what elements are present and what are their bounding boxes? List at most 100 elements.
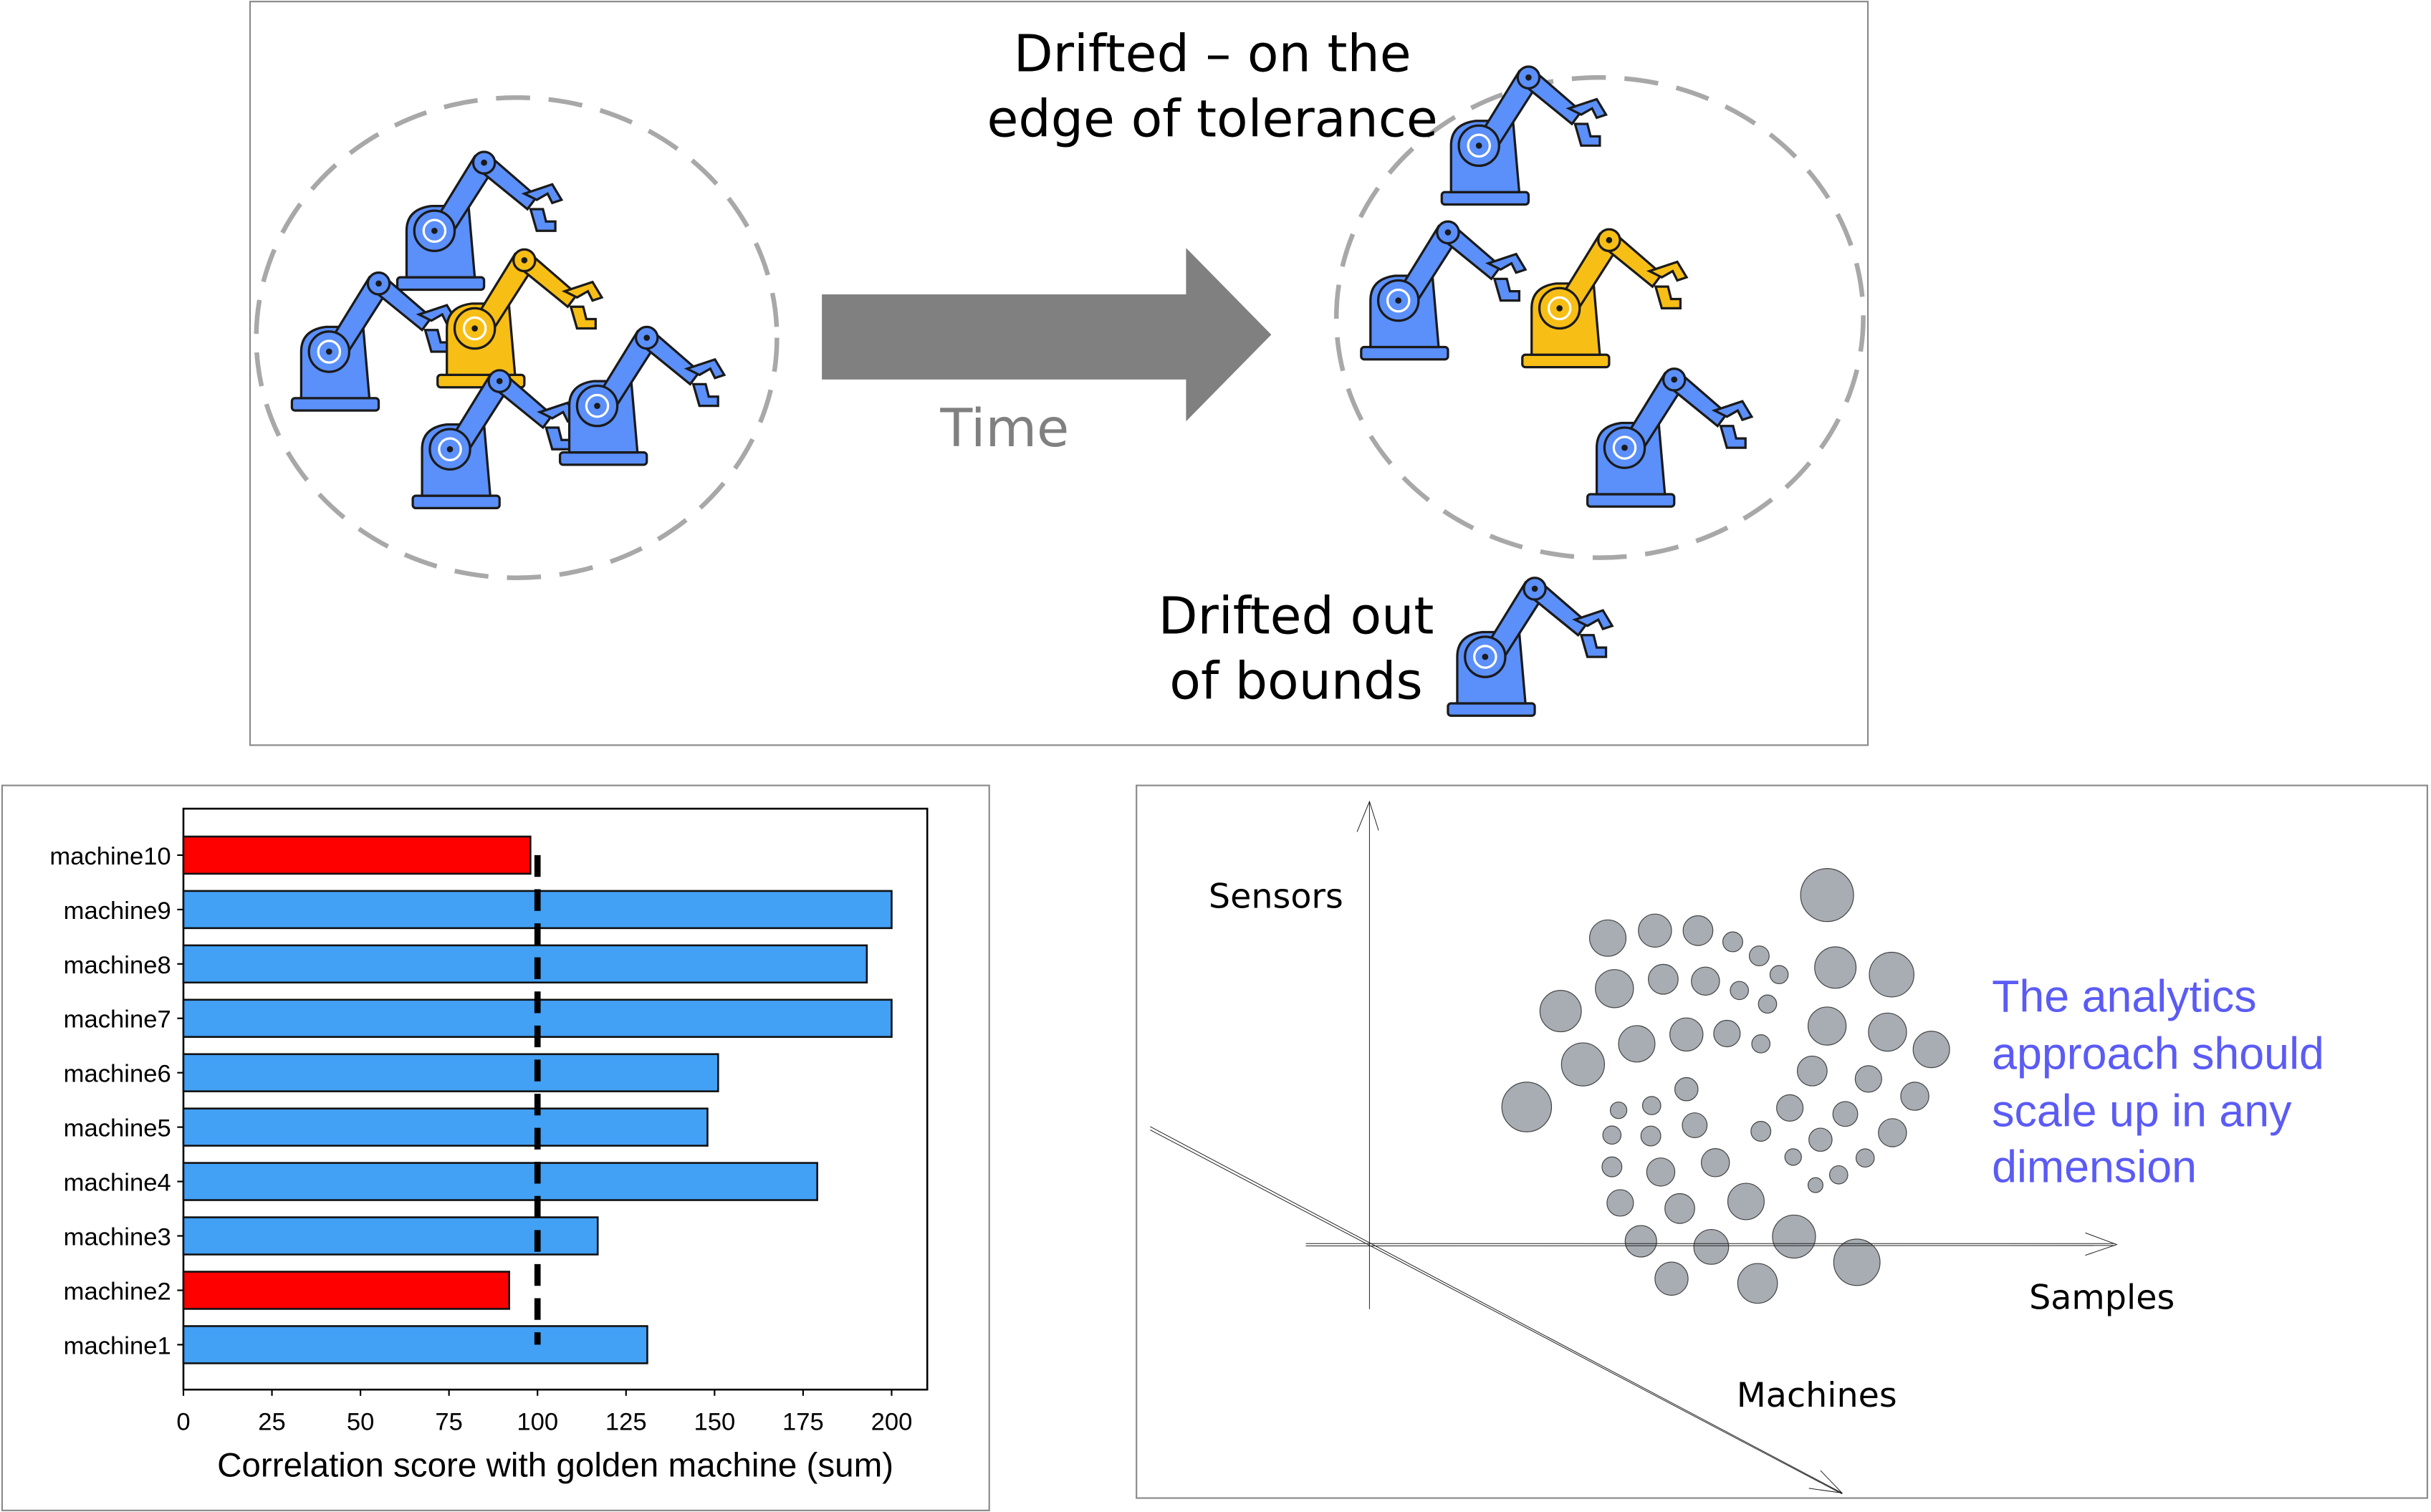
- data-point-blob: [1808, 1007, 1846, 1045]
- edge-tolerance-label-line2: edge of tolerance: [987, 89, 1438, 148]
- data-point-blob: [1777, 1094, 1803, 1121]
- x-tick-label: 75: [435, 1408, 462, 1435]
- data-point-blob: [1643, 1097, 1661, 1114]
- data-point-blob: [1639, 914, 1672, 947]
- data-point-blob: [1590, 920, 1626, 956]
- time-arrow-icon: [822, 248, 1272, 422]
- y-tick-label: machine6: [64, 1061, 171, 1088]
- y-tick-label: machine2: [64, 1278, 171, 1305]
- sensors-axis-label: Sensors: [1209, 877, 1343, 916]
- y-tick-label: machine4: [64, 1170, 171, 1197]
- data-point-blob: [1602, 1157, 1622, 1177]
- y-tick-label: machine3: [64, 1223, 171, 1251]
- data-point-blob: [1752, 1035, 1770, 1053]
- data-point-blob: [1619, 1026, 1655, 1062]
- bar-machine2: [182, 1271, 510, 1310]
- data-point-blob: [1855, 1066, 1881, 1092]
- data-point-blob: [1913, 1031, 1950, 1068]
- data-point-blob: [1728, 1183, 1765, 1220]
- drifted-cluster-boundary: [1333, 74, 1866, 560]
- data-point-blob: [1758, 995, 1776, 1013]
- data-point-blob: [1815, 947, 1856, 988]
- bar-machine5: [182, 1107, 709, 1147]
- x-tick-label: 175: [782, 1408, 824, 1435]
- x-tick-label: 50: [347, 1408, 374, 1435]
- x-tick-label: 25: [258, 1408, 285, 1435]
- bar-machine4: [182, 1162, 818, 1201]
- data-point-blob: [1730, 981, 1748, 999]
- x-tick-label: 125: [605, 1408, 647, 1435]
- data-point-blob: [1869, 1013, 1907, 1051]
- y-tick-label: machine9: [64, 897, 171, 925]
- data-point-blob: [1833, 1102, 1858, 1127]
- drift-diagram-panel: Time Drifted – on the edge of tolerance …: [249, 1, 1869, 746]
- scalability-note-line1: The analytics: [1992, 971, 2257, 1021]
- y-tick-label: machine5: [64, 1115, 171, 1142]
- scalability-note-line2: approach should: [1992, 1029, 2324, 1079]
- y-tick-label: machine8: [64, 952, 171, 979]
- x-axis-label: Correlation score with golden machine (s…: [217, 1446, 893, 1484]
- data-point-blob: [1869, 952, 1914, 996]
- bar-machine8: [182, 944, 868, 984]
- y-tick-label: machine1: [64, 1332, 171, 1359]
- data-point-blob: [1670, 1018, 1703, 1051]
- data-point-blob: [1611, 1102, 1627, 1119]
- data-point-blob: [1596, 970, 1634, 1008]
- data-point-blob: [1809, 1128, 1832, 1151]
- initial-cluster-boundary: [254, 95, 780, 581]
- scalability-note-line4: dimension: [1992, 1142, 2197, 1192]
- out-of-bounds-label-line2: of bounds: [1169, 651, 1422, 711]
- data-point-blob: [1785, 1149, 1801, 1165]
- sensors-axis-arrow: [1357, 801, 1378, 1309]
- data-point-blob: [1649, 964, 1679, 994]
- data-point-blob: [1692, 967, 1720, 995]
- x-tick-label: 100: [517, 1408, 558, 1435]
- data-point-blob: [1607, 1190, 1634, 1216]
- data-point-blob: [1856, 1149, 1874, 1167]
- data-point-blob: [1830, 1166, 1848, 1184]
- plot-frame: [182, 807, 929, 1391]
- data-point-blob: [1603, 1126, 1621, 1144]
- data-point-blob: [1540, 991, 1581, 1032]
- data-point-blob: [1683, 915, 1713, 945]
- data-point-blob: [1682, 1113, 1707, 1138]
- y-tick-label: machine10: [49, 843, 171, 870]
- data-point-blob: [1773, 1215, 1816, 1258]
- bar-machine10: [182, 835, 532, 875]
- data-point-blob: [1751, 1122, 1771, 1142]
- data-point-blob: [1801, 869, 1854, 922]
- machines-axis-label: Machines: [1737, 1376, 1897, 1415]
- data-point-blob: [1702, 1149, 1730, 1177]
- samples-axis-arrow: [1305, 1233, 2116, 1255]
- data-point-blob: [1723, 932, 1743, 952]
- data-point-blob: [1625, 1226, 1656, 1257]
- data-point-blob: [1502, 1082, 1551, 1132]
- data-point-blob: [1901, 1082, 1929, 1110]
- data-point-blob: [1808, 1178, 1823, 1193]
- y-tick-label: machine7: [64, 1006, 171, 1034]
- bar-chart: machine1 machine2 machine3 machine4 machine5…: [49, 807, 929, 1435]
- data-point-blob: [1833, 1239, 1880, 1286]
- scale-diagram-panel: Sensors Samples Machines The analytics a…: [1136, 784, 2428, 1499]
- machines-axis-arrow: [1150, 1127, 1842, 1494]
- panel-border: [1136, 784, 2428, 1499]
- data-point-blob: [1694, 1230, 1729, 1265]
- data-point-blob: [1665, 1193, 1695, 1223]
- data-point-blob: [1641, 1126, 1661, 1146]
- data-point-blob: [1798, 1056, 1828, 1086]
- x-tick-label: 200: [871, 1408, 913, 1435]
- data-point-cloud: [1502, 869, 1950, 1304]
- scalability-note-line3: scale up in any: [1992, 1086, 2292, 1136]
- data-point-blob: [1750, 946, 1770, 966]
- data-point-blob: [1646, 1158, 1674, 1186]
- data-point-blob: [1561, 1043, 1604, 1086]
- samples-axis-label: Samples: [2029, 1279, 2175, 1318]
- x-tick-label: 0: [176, 1408, 190, 1435]
- edge-tolerance-label-line1: Drifted – on the: [1014, 24, 1411, 83]
- data-point-blob: [1879, 1119, 1907, 1147]
- x-tick-label: 150: [694, 1408, 735, 1435]
- data-point-blob: [1655, 1262, 1688, 1295]
- out-of-bounds-label-line1: Drifted out: [1159, 587, 1434, 646]
- bar-machine6: [182, 1053, 719, 1092]
- data-point-blob: [1770, 966, 1788, 983]
